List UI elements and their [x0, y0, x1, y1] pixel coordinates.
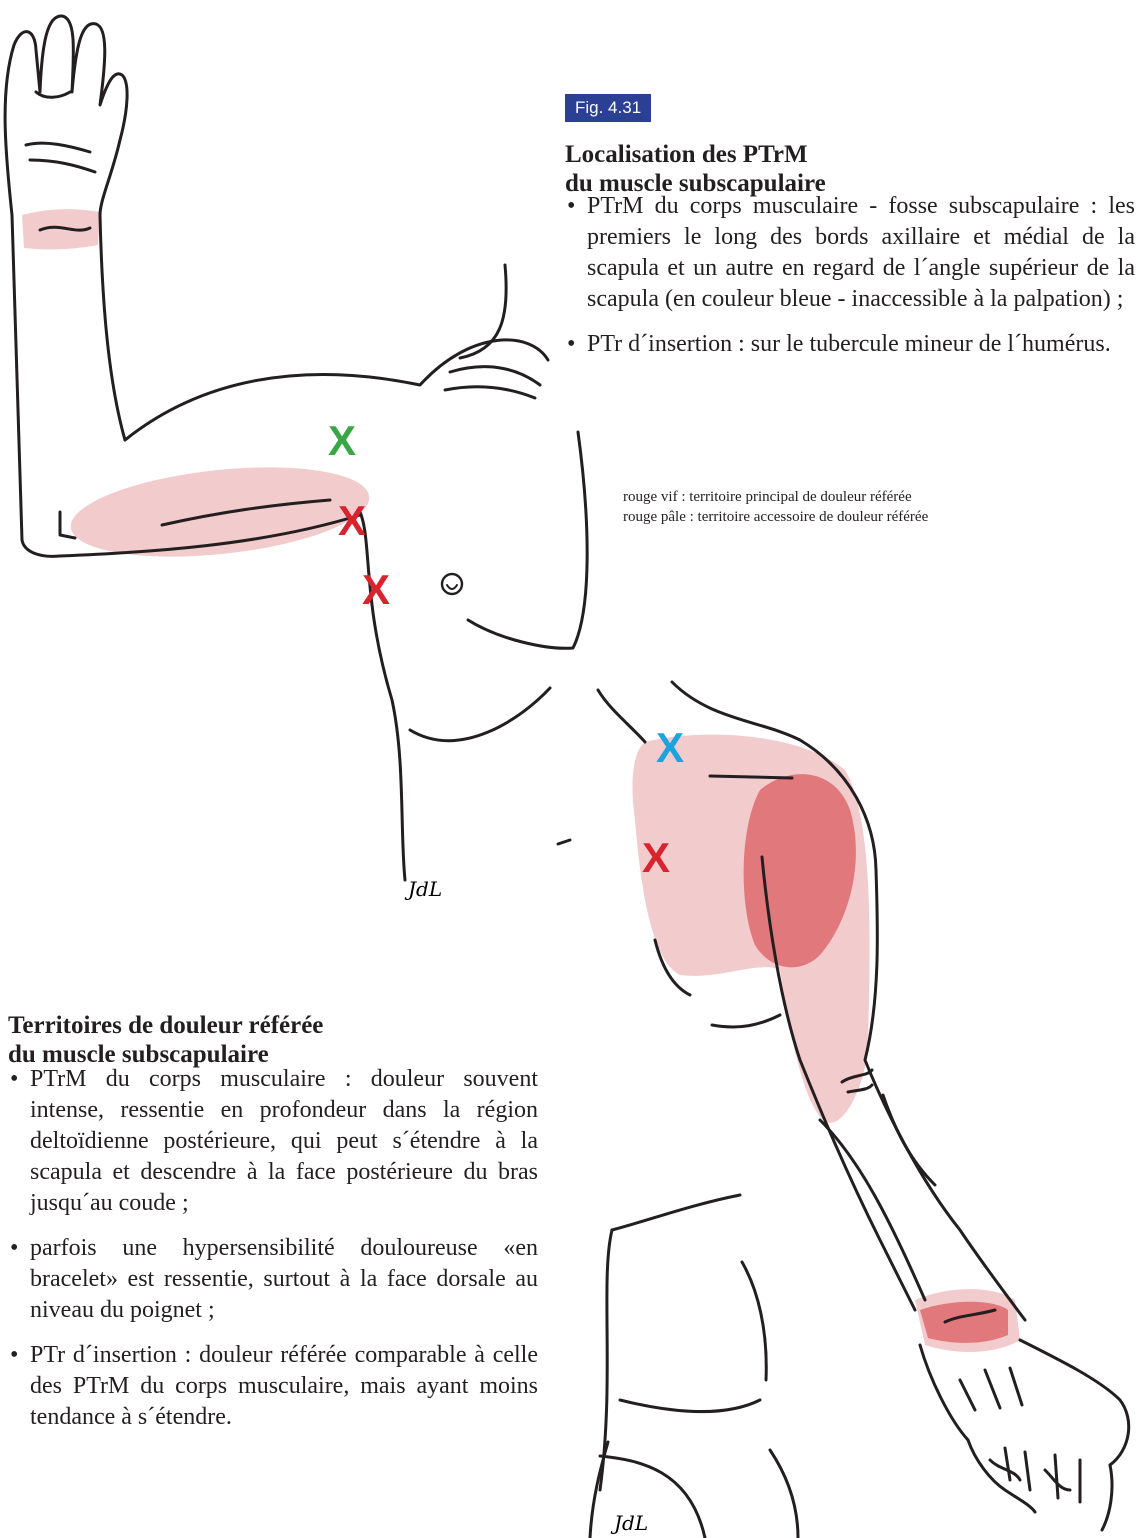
front-view-figure: [5, 16, 587, 880]
territoires-bullet: PTr d´insertion : douleur référée compar…: [8, 1340, 538, 1433]
figure-label-badge: Fig. 4.31: [565, 94, 651, 122]
territoires-bullet: parfois une hypersensibilité douloureuse…: [8, 1233, 538, 1326]
artist-signature-front: JdL: [404, 877, 442, 901]
medial-border-trigger-point-marker: X: [642, 834, 670, 881]
territoires-heading-line-1: Territoires de douleur référée: [8, 1011, 323, 1040]
legend-pale-red: rouge pâle : territoire accessoire de do…: [623, 507, 928, 527]
territoires-bullet: PTrM du corps musculaire : douleur souve…: [8, 1064, 538, 1219]
territoires-bullet-list: PTrM du corps musculaire : douleur souve…: [8, 1064, 538, 1447]
axillary-trigger-point-marker-2: X: [362, 566, 390, 613]
territoires-heading: Territoires de douleur référée du muscle…: [8, 1011, 323, 1069]
artist-signature-back: JdL: [610, 1511, 648, 1535]
angle-trigger-point-marker: X: [656, 724, 684, 771]
localisation-heading: Localisation des PTrM du muscle subscapu…: [565, 140, 826, 198]
localisation-bullet: PTr d´insertion : sur le tubercule mineu…: [565, 329, 1135, 360]
wrist-bracelet-zone-main: [920, 1302, 1008, 1343]
localisation-bullet-list: PTrM du corps musculaire - fosse subscap…: [565, 191, 1135, 374]
insertion-trigger-point-marker: X: [328, 417, 356, 464]
legend-bright-red: rouge vif : territoire principal de doul…: [623, 487, 928, 507]
raised-hand: [5, 16, 127, 215]
localisation-heading-line-1: Localisation des PTrM: [565, 140, 826, 169]
color-legend: rouge vif : territoire principal de doul…: [623, 487, 928, 527]
localisation-bullet: PTrM du corps musculaire - fosse subscap…: [565, 191, 1135, 315]
back-view-figure: [590, 682, 1129, 1538]
axillary-trigger-point-marker-1: X: [338, 497, 366, 544]
